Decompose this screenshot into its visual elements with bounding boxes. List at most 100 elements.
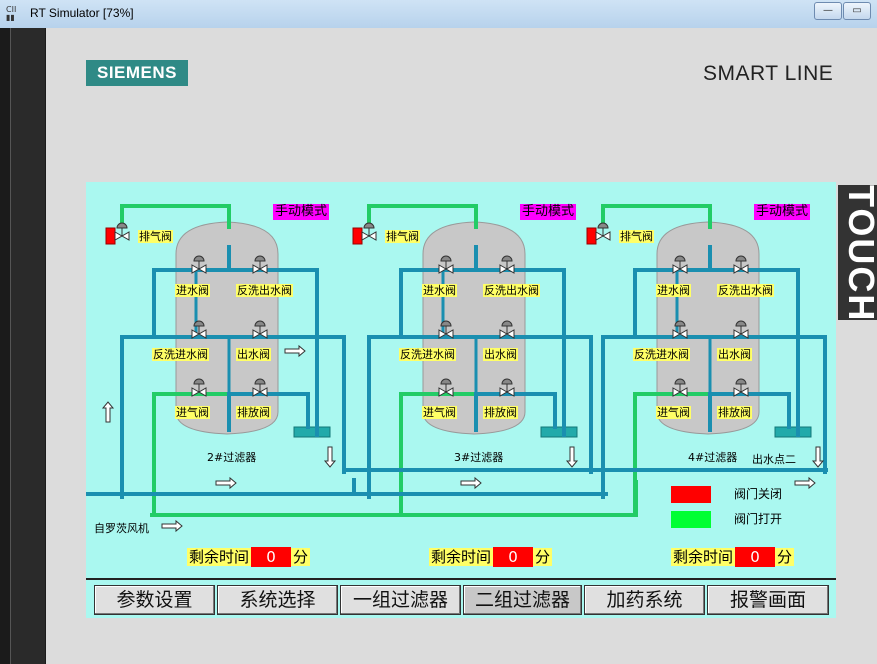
arrow-shape [284,344,306,358]
left-edge-inner [10,28,45,664]
vent-status-indicator [586,227,597,245]
outlet-valve-icon [733,320,749,339]
remain-unit: 分 [775,548,795,566]
valve-actuator [674,255,686,262]
valve-actuator [440,378,452,385]
drain-valve-icon [499,378,515,397]
arrow-shape [161,519,183,533]
inlet-valve-label: 进水阀 [422,284,457,297]
vent-pipe [120,204,231,229]
backwash-inlet-valve-label: 反洗进水阀 [399,348,456,361]
valve-actuator [501,378,513,385]
window-title: RT Simulator [73%] [30,6,134,20]
valve-actuator [597,222,609,229]
remain-label: 剩余时间 [187,548,252,566]
drain-basin [540,426,578,438]
backwash-inlet-valve-icon [672,320,688,339]
backwash-inlet-valve-icon [191,320,207,339]
flow-arrow-icon [101,401,115,423]
valve-actuator [674,320,686,327]
valve-actuator [440,320,452,327]
arrow-shape [101,401,115,423]
inlet-valve-icon [672,255,688,274]
vent-pipe [367,204,478,229]
valve-actuator [254,378,266,385]
outlet-valve-label: 出水阀 [236,348,271,361]
flow-arrow-icon [794,476,816,490]
nav-system-select[interactable]: 系统选择 [217,585,338,615]
outlet-valve-label: 出水阀 [483,348,518,361]
siemens-logo: SIEMENS [86,60,188,86]
valve-actuator [735,378,747,385]
arrow-shape [811,446,825,468]
backwash-inlet-valve-label: 反洗进水阀 [633,348,690,361]
backwash-outlet-pipe [474,245,566,437]
drain-basin [774,426,812,438]
filter-name: 4#过滤器 [688,451,738,464]
outlet-point-label: 出水点二 [752,453,796,466]
blower-air-header [150,480,638,517]
nav-param-settings[interactable]: 参数设置 [94,585,215,615]
backwash-outlet-valve-icon [499,255,515,274]
valve-actuator [116,222,128,229]
valve-actuator [254,255,266,262]
valve-actuator [674,378,686,385]
filter-name: 3#过滤器 [454,451,504,464]
arrow-shape [215,476,237,490]
vent-status-indicator [105,227,116,245]
mode-indicator[interactable]: 手动模式 [273,204,330,220]
touch-badge: TOUCH [838,185,877,323]
flow-arrow-icon [460,476,482,490]
touch-text: TOUCH [841,185,877,323]
remain-label: 剩余时间 [671,548,736,566]
vent-valve-label: 排气阀 [619,230,654,243]
backwash-outlet-valve-label: 反洗出水阀 [483,284,540,297]
valve-actuator [501,255,513,262]
backwash-outlet-pipe [708,245,800,437]
backwash-outlet-valve-icon [733,255,749,274]
minimize-button[interactable]: — [814,2,842,20]
backwash-inlet-valve-label: 反洗进水阀 [152,348,209,361]
flow-arrow-icon [323,446,337,468]
flow-arrow-icon [811,446,825,468]
arrow-shape [460,476,482,490]
backwash-outlet-valve-label: 反洗出水阀 [717,284,774,297]
inlet-valve-icon [438,255,454,274]
air-inlet-valve-icon [438,378,454,397]
valve-actuator [735,320,747,327]
valve-actuator [193,378,205,385]
maximize-button[interactable]: ▭ [843,2,871,20]
arrow-shape [794,476,816,490]
backwash-outlet-pipe [227,245,319,437]
nav-alarm-screen[interactable]: 报警画面 [707,585,829,615]
drain-valve-icon [252,378,268,397]
outlet-valve-icon [252,320,268,339]
legend-closed-label: 阀门关闭 [734,487,783,501]
vent-valve-icon [361,222,377,241]
nav-group2-filter[interactable]: 二组过滤器 [463,585,582,615]
mode-indicator[interactable]: 手动模式 [754,204,811,220]
vent-valve-icon [114,222,130,241]
vent-pipe [601,204,712,229]
nav-dosing-system[interactable]: 加药系统 [584,585,705,615]
remain-value[interactable]: 0 [251,547,292,567]
outlet-valve-icon [499,320,515,339]
remain-label: 剩余时间 [429,548,494,566]
valve-actuator [254,320,266,327]
inlet-valve-label: 进水阀 [656,284,691,297]
arrow-shape [323,446,337,468]
nav-group1-filter[interactable]: 一组过滤器 [340,585,461,615]
remain-value[interactable]: 0 [493,547,534,567]
remain-value[interactable]: 0 [735,547,776,567]
arrow-shape [565,446,579,468]
inlet-valve-icon [191,255,207,274]
inlet-valve-label: 进水阀 [175,284,210,297]
vent-valve-icon [595,222,611,241]
valve-actuator [440,255,452,262]
air-inlet-valve-icon [672,378,688,397]
mode-indicator[interactable]: 手动模式 [520,204,577,220]
backwash-outlet-valve-label: 反洗出水阀 [236,284,293,297]
legend-open-label: 阀门打开 [734,512,783,526]
